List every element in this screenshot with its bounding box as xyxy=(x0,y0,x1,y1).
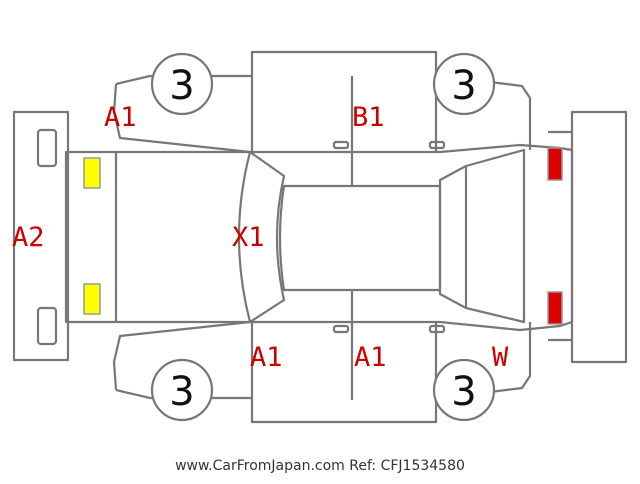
front-bumper-outline xyxy=(12,110,70,362)
footer-watermark: www.CarFromJapan.com Ref: CFJ1534580 xyxy=(175,458,465,474)
damage-code-roof: X1 xyxy=(232,222,265,253)
wheel-rear-left: 3 xyxy=(432,358,496,422)
front-lamp-top xyxy=(83,157,101,189)
front-lamp-bottom xyxy=(83,283,101,315)
rear-glass-outline xyxy=(438,164,468,310)
wheel-front-left: 3 xyxy=(150,358,214,422)
rear-bumper-outline xyxy=(570,110,628,364)
tire-label-rear-left: 3 xyxy=(451,369,476,415)
roof-outline xyxy=(278,184,442,292)
car-body-outline xyxy=(64,143,574,332)
front-bumper-slot-bottom xyxy=(36,306,58,346)
damage-code-front-left-fender: A1 xyxy=(104,102,137,133)
tire-label-front-right: 3 xyxy=(169,63,194,109)
front-bumper-slot-top xyxy=(36,128,58,168)
damage-code-rear-right-door: B1 xyxy=(352,102,385,133)
damage-code-left-rear-door: A1 xyxy=(354,342,387,373)
damage-code-left-front-door: A1 xyxy=(250,342,283,373)
rear-lamp-top xyxy=(547,147,563,181)
wheel-rear-right: 3 xyxy=(432,52,496,116)
tire-label-rear-right: 3 xyxy=(451,63,476,109)
wheel-front-right: 3 xyxy=(150,52,214,116)
damage-code-front-bumper: A2 xyxy=(12,222,45,253)
damage-code-left-rear-quarter: W xyxy=(492,342,509,373)
tire-label-front-left: 3 xyxy=(169,369,194,415)
rear-lamp-bottom xyxy=(547,291,563,325)
